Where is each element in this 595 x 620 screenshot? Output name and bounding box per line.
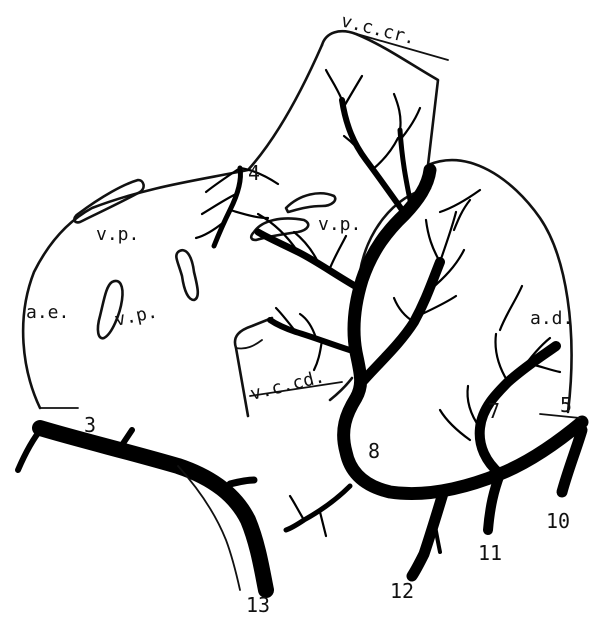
vessel-13	[40, 428, 266, 590]
branch-4	[214, 168, 241, 246]
number-10: 10	[546, 509, 570, 533]
number-5: 5	[560, 393, 572, 417]
vessel-13-left-tip	[18, 428, 42, 470]
number-13: 13	[246, 593, 270, 617]
vp-stump-vertical	[176, 250, 197, 300]
vessel-12	[412, 490, 444, 576]
branch-cranial	[342, 100, 405, 214]
number-12: 12	[390, 579, 414, 603]
vcc-caudal-stump-edge	[236, 340, 262, 349]
branch-caudal	[270, 320, 356, 352]
branch-cranial-2	[400, 130, 410, 200]
label-vp-center: v.p.	[318, 214, 361, 235]
label-vccd: v.c.cd.	[248, 366, 327, 405]
branch-bottom-left	[286, 486, 350, 530]
number-11: 11	[478, 541, 502, 565]
label-vp-top: v.p.	[96, 224, 139, 245]
vessel-tree	[18, 70, 582, 590]
number-4: 4	[248, 161, 260, 185]
vp-stump-center-upper	[286, 193, 335, 212]
right-lobe-outline	[428, 160, 572, 412]
number-7: 7	[488, 399, 500, 423]
branch-left	[258, 232, 362, 290]
label-ae: a.e.	[26, 302, 69, 323]
vessel-13-branch-2	[230, 480, 254, 484]
label-ad: a.d.	[530, 308, 573, 329]
branch-7	[364, 262, 440, 380]
number-8: 8	[368, 439, 380, 463]
number-3: 3	[84, 413, 96, 437]
